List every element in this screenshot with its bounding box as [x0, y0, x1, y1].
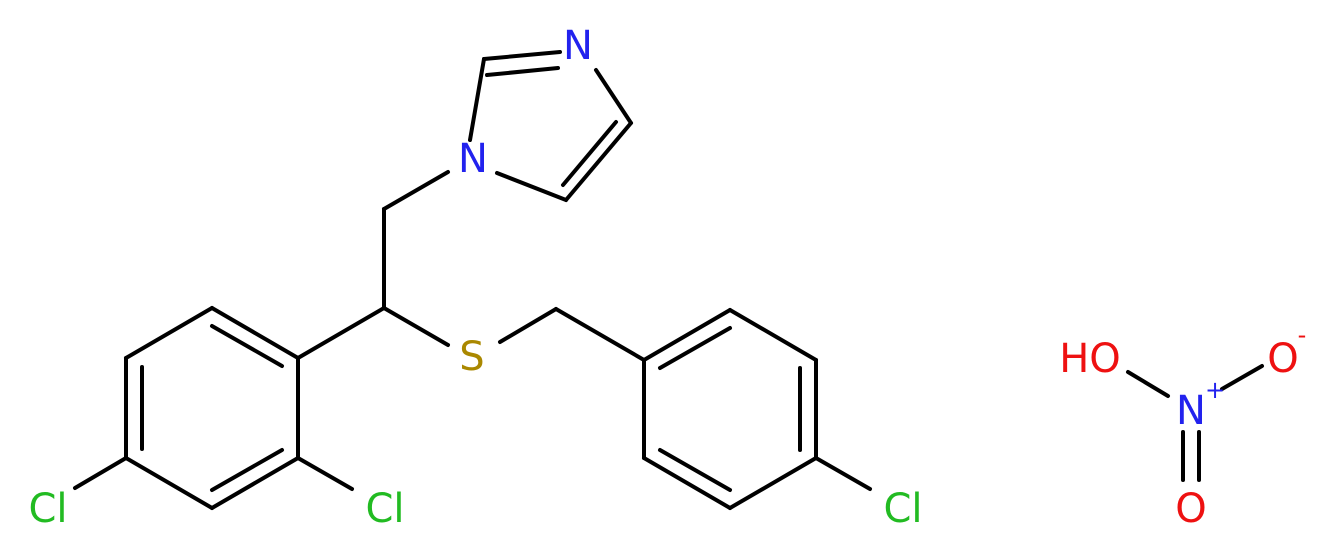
ring1-bond-5	[210, 456, 300, 510]
bond-ring1-cl-ortho	[296, 456, 354, 491]
nitrate-ho-label: HO	[1059, 336, 1121, 382]
atom-n3-label: N	[563, 23, 593, 69]
ring2-bond-5-inner	[658, 448, 732, 492]
bond-ch2-ring2	[554, 307, 646, 362]
bond-n1-c5	[495, 171, 568, 202]
atom-n1-label: N	[458, 136, 488, 182]
bond-n3-c2-double	[485, 66, 560, 77]
ring2-bond-1	[642, 308, 732, 362]
nitrate-n-label: N	[1176, 388, 1206, 434]
ring1-bond-2	[124, 306, 214, 360]
ring2-bond-1-inner	[658, 326, 732, 370]
bond-ring2-cl	[814, 456, 872, 491]
atom-cl-ring2-label: Cl	[883, 486, 922, 532]
ring2-bond-4	[728, 456, 818, 510]
bond-ch-ring1	[296, 306, 386, 360]
bond-s-ch2	[498, 307, 558, 344]
nitrate-o-minus-label: O	[1267, 336, 1298, 382]
bond-n3-c2-single	[482, 50, 562, 61]
ring1-bond-4	[124, 456, 214, 510]
ring2-bond-2	[728, 308, 818, 362]
atom-cl-para-ring1-label: Cl	[28, 486, 67, 532]
bond-c2-n1	[468, 57, 486, 142]
nitrate-minus-charge: -	[1298, 321, 1307, 349]
ring1-bond-1-inner	[210, 324, 284, 368]
bond-n1-ch2	[382, 170, 450, 211]
bond-c4-n3	[594, 68, 633, 125]
bond-ho-n	[1126, 370, 1170, 398]
nitrate-o-double-label: O	[1175, 486, 1206, 532]
bond-n-o-minus	[1220, 364, 1264, 391]
bond-ring1-cl-para	[73, 456, 128, 490]
atom-s-label: S	[459, 334, 484, 380]
bond-c5-c4	[564, 121, 633, 202]
bond-c5-c4-double	[561, 120, 618, 187]
ring2-bond-5	[642, 456, 732, 510]
atom-cl-ortho-ring1-label: Cl	[365, 486, 404, 532]
bond-ch-s	[382, 306, 450, 347]
ring1-bond-5-inner	[210, 448, 284, 492]
nitrate-plus-charge: +	[1205, 376, 1225, 404]
ring1-bond-1	[210, 306, 300, 360]
